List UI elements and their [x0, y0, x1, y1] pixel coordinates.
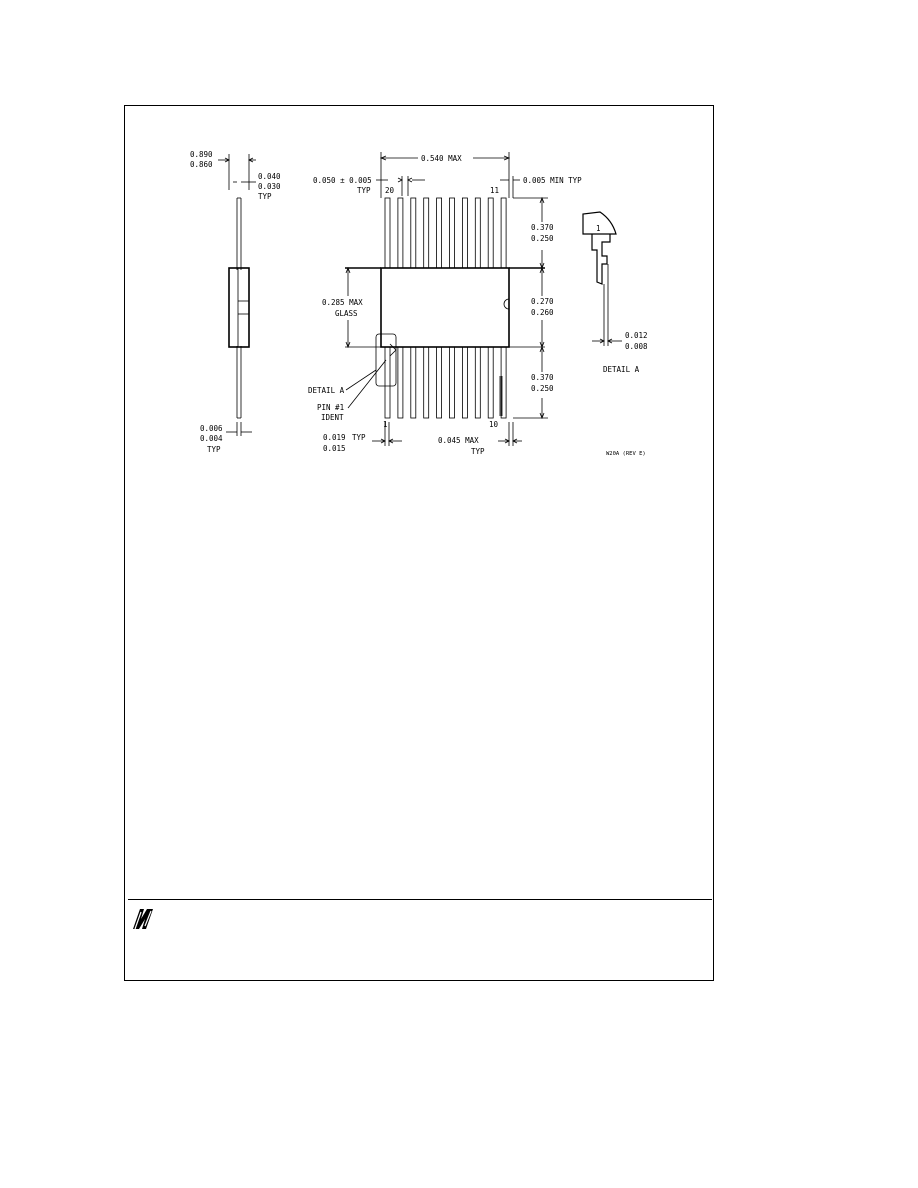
lower-lead	[487, 346, 494, 419]
lower-leads	[384, 346, 507, 419]
pin-number-11: 11	[490, 186, 499, 195]
top-view	[345, 267, 545, 348]
body-width-label: 0.540 MAX	[421, 154, 462, 163]
lower-lead	[384, 346, 391, 419]
detail-a-callout: DETAIL A	[308, 386, 345, 395]
lower-lead	[423, 346, 430, 419]
upper-lead	[397, 197, 404, 269]
side-total-width-max: 0.890	[190, 150, 213, 159]
upper-lead	[436, 197, 443, 269]
end-lead-width-dimension	[498, 376, 522, 446]
end-clearance-label: 0.005 MIN TYP	[523, 176, 582, 185]
lower-lead	[449, 346, 455, 419]
body-width-dimension	[379, 152, 511, 198]
lower-lead	[410, 346, 417, 419]
glass-dimension	[345, 266, 351, 349]
side-lead-width-max: 0.040	[258, 172, 281, 181]
body-height-min: 0.260	[531, 308, 554, 317]
upper-lead	[449, 197, 455, 269]
lower-lead	[397, 346, 404, 419]
glass-width-label: 0.285 MAX	[322, 298, 363, 307]
detail-a-dim-min: 0.008	[625, 342, 648, 351]
detail-a-marker	[345, 333, 397, 409]
upper-lead	[410, 197, 417, 269]
lead-width-typ: TYP	[352, 433, 366, 442]
end-clearance-dimension	[500, 176, 520, 198]
drawing-frame	[124, 105, 714, 981]
side-total-width-min: 0.860	[190, 160, 213, 169]
pin1-ident-line2: IDENT	[321, 413, 344, 422]
side-lead-width-min: 0.030	[258, 182, 281, 191]
lead-width-max: 0.019	[323, 433, 346, 442]
lead-width-min: 0.015	[323, 444, 346, 453]
lead-pitch-typ: TYP	[357, 186, 371, 195]
pin-number-20: 20	[385, 186, 395, 195]
lower-lead-length-min: 0.250	[531, 384, 554, 393]
lower-lead	[474, 346, 481, 419]
detail-a-dim-max: 0.012	[625, 331, 648, 340]
lower-lead	[436, 346, 443, 419]
side-lead-width-typ: TYP	[258, 192, 272, 201]
pin1-ident-line1: PIN #1	[317, 403, 344, 412]
lower-lead-length-max: 0.370	[531, 373, 554, 382]
upper-lead	[423, 197, 430, 269]
upper-lead	[487, 197, 494, 269]
side-lead-thickness-max: 0.006	[200, 424, 223, 433]
upper-lead	[474, 197, 481, 269]
side-view	[218, 154, 256, 436]
lead-pitch-dimension	[376, 176, 425, 196]
upper-lead-length-min: 0.250	[531, 234, 554, 243]
upper-lead	[461, 197, 468, 269]
body-height-max: 0.270	[531, 297, 554, 306]
upper-lead	[500, 197, 507, 269]
lead-pitch-label: 0.050 ± 0.005	[313, 176, 372, 185]
national-semiconductor-logo	[133, 909, 153, 930]
glass-label: GLASS	[335, 309, 358, 318]
upper-lead	[384, 197, 391, 269]
end-lead-width-label: 0.045 MAX	[438, 436, 479, 445]
pin-number-10: 10	[489, 420, 499, 429]
drawing-number: W20A (REV E)	[606, 451, 646, 457]
lower-lead	[500, 346, 507, 419]
end-lead-width-typ: TYP	[471, 447, 485, 456]
side-lead-thickness-min: 0.004	[200, 434, 223, 443]
upper-lead-length-max: 0.370	[531, 223, 554, 232]
footer-divider	[128, 899, 712, 900]
detail-a-view	[582, 211, 622, 346]
side-lead-thickness-typ: TYP	[207, 445, 221, 454]
upper-leads	[384, 197, 507, 269]
right-vertical-dimensions	[513, 196, 548, 420]
lower-lead	[461, 346, 468, 419]
detail-a-title: DETAIL A	[603, 365, 640, 374]
lead-width-dimension	[372, 422, 402, 446]
detail-a-pin-label: 1	[596, 224, 601, 233]
